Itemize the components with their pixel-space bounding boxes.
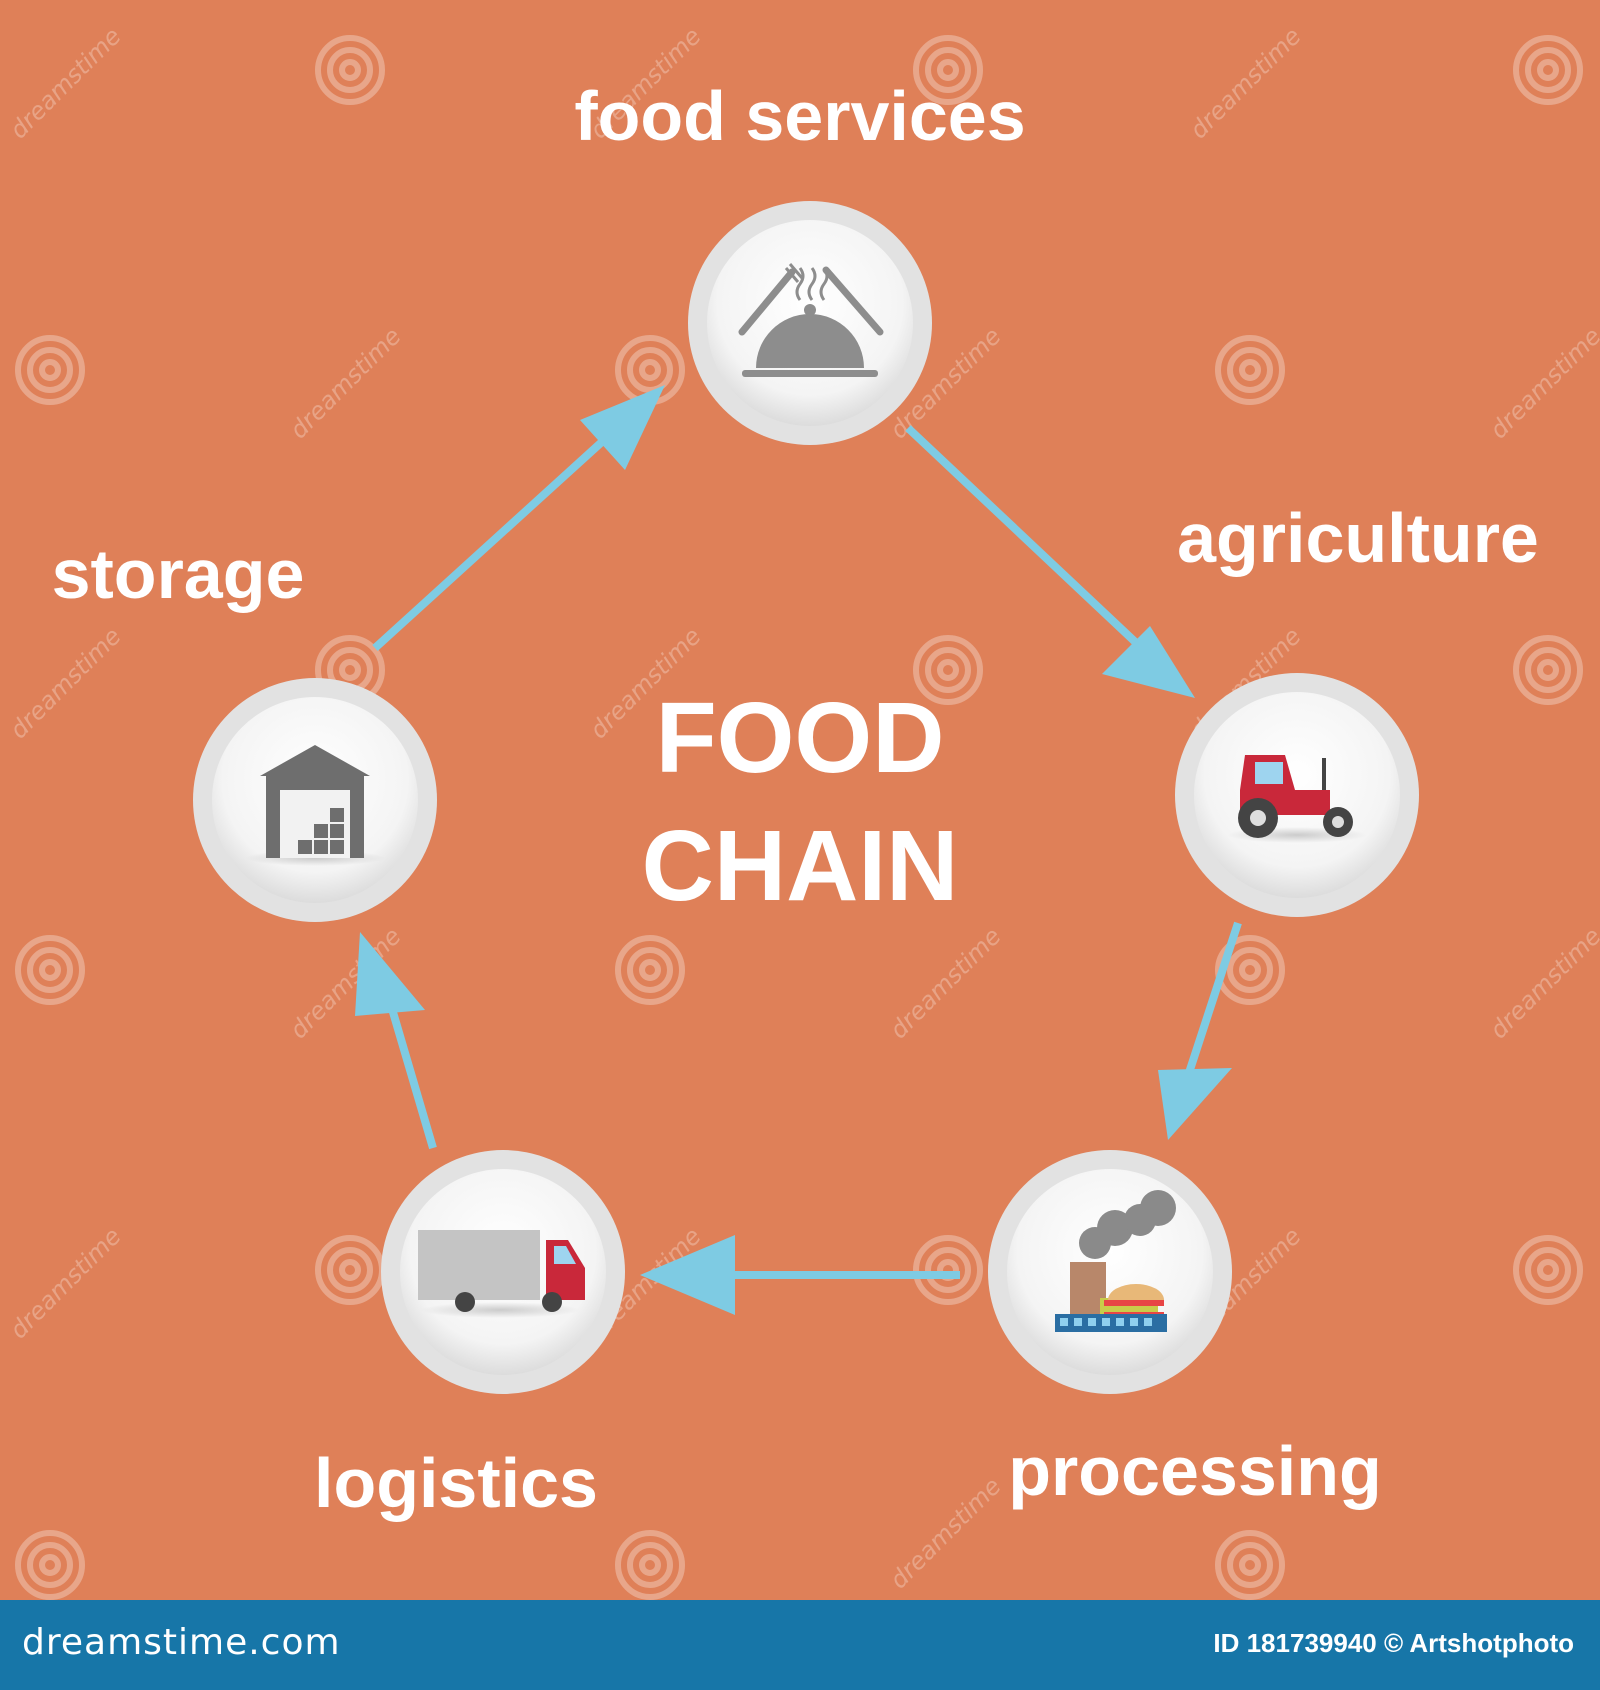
serving-cloche-icon (738, 263, 884, 377)
watermark-text: dreamstime (4, 22, 126, 144)
arrow-agriculture-to-processing (1158, 921, 1242, 1140)
node-processing (988, 1150, 1232, 1394)
node-storage (193, 678, 437, 922)
title-line-2: CHAIN (642, 810, 959, 922)
arrow-processing-to-logistics (640, 1235, 960, 1315)
watermark-text: dreamstime (1484, 322, 1600, 444)
label-agriculture: agriculture (1177, 499, 1539, 577)
label-logistics: logistics (314, 1444, 598, 1522)
label-storage: storage (52, 535, 305, 613)
title-line-1: FOOD (656, 682, 945, 794)
arrow-food-services-to-agriculture (905, 425, 1195, 698)
factory-icon (1055, 1190, 1176, 1332)
watermark-text: dreamstime (4, 1222, 126, 1344)
label-food-services: food services (574, 77, 1025, 155)
node-food-services (688, 201, 932, 445)
watermark-text: dreamstime (1484, 922, 1600, 1044)
footer-site: dreamstime.com (22, 1622, 341, 1663)
arrow-storage-to-food-services (372, 385, 665, 651)
watermark-text: dreamstime (4, 622, 126, 744)
watermark-text: dreamstime (884, 1472, 1006, 1594)
footer-bar: dreamstime.com ID 181739940 © Artshotpho… (0, 1600, 1600, 1690)
cycle-arrows (355, 385, 1242, 1315)
truck-icon (418, 1230, 585, 1312)
node-logistics (381, 1150, 625, 1394)
warehouse-icon (260, 745, 370, 858)
label-processing: processing (1008, 1432, 1381, 1510)
watermark-text: dreamstime (284, 322, 406, 444)
food-chain-diagram: dreamstime dreamstime dreamstime dreamst… (4, 22, 1600, 1600)
watermark-text: dreamstime (1184, 22, 1306, 144)
footer-credit: ID 181739940 © Artshotphoto (1213, 1628, 1574, 1658)
tractor-icon (1238, 755, 1353, 838)
watermark-text: dreamstime (884, 922, 1006, 1044)
node-agriculture (1175, 673, 1419, 917)
arrow-logistics-to-storage (355, 932, 437, 1150)
